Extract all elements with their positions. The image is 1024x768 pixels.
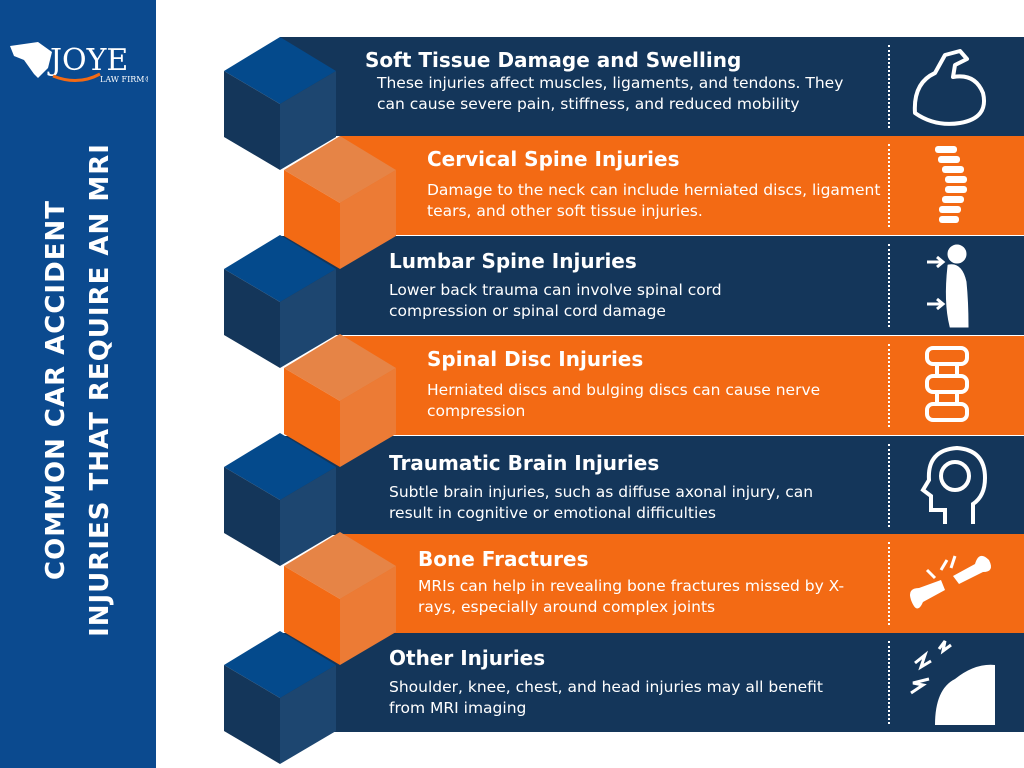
shoulder-pain-icon [910,640,995,725]
cube-left-face [224,71,280,170]
item-bone-fracture: Bone Fractures MRIs can help in revealin… [340,534,1024,633]
item-desc: Lower back trauma can involve spinal cor… [389,281,722,320]
cube-left-face [224,665,280,764]
cube-right-face [340,566,396,665]
orange-cube [284,136,396,269]
item-soft-tissue: Soft Tissue Damage and Swelling These in… [280,37,1024,136]
item-brain: Traumatic Brain Injuries Subtle brain in… [280,436,1024,535]
brain-head-icon [920,445,988,524]
orange-cube [284,334,396,467]
svg-text:LAW FIRM®: LAW FIRM® [100,75,148,84]
blue-cube [224,631,336,764]
item-desc: Subtle brain injuries, such as diffuse a… [389,483,814,522]
broken-bone-icon [910,555,991,609]
item-other: Other Injuries Shoulder, knee, chest, an… [280,633,1024,732]
cube-top-face [224,631,336,698]
divider [888,244,890,327]
divider [888,444,890,527]
flexed-arm-icon [912,49,986,126]
item-title: Traumatic Brain Injuries [389,451,660,475]
item-desc: MRIs can help in revealing bone fracture… [418,577,845,616]
item-desc: Damage to the neck can include herniated… [427,181,881,220]
item-desc: These injuries affect muscles, ligaments… [377,74,844,113]
cube-right-face [280,269,336,368]
spine-icon [935,146,967,223]
item-title: Soft Tissue Damage and Swelling [365,48,742,72]
svg-text:JOYE: JOYE [47,43,128,78]
divider [888,641,890,724]
cube-top-face [284,532,396,599]
cube-left-face [284,368,340,467]
cube-left-face [224,467,280,566]
item-desc: Herniated discs and bulging discs can ca… [427,381,821,420]
blue-cube [224,37,336,170]
divider [888,45,890,128]
cube-top-face [224,37,336,104]
item-cervical: Cervical Spine Injuries Damage to the ne… [340,136,1024,235]
item-spinal-disc: Spinal Disc Injuries Herniated discs and… [340,336,1024,435]
divider [888,542,890,625]
item-title: Spinal Disc Injuries [427,347,644,371]
item-lumbar: Lumbar Spine Injuries Lower back trauma … [280,236,1024,335]
orange-cube [284,532,396,665]
cube-right-face [280,71,336,170]
joye-logo: JOYE LAW FIRM® [10,42,148,84]
cube-top-face [284,136,396,203]
cube-left-face [284,170,340,269]
blue-cube [224,433,336,566]
item-title: Lumbar Spine Injuries [389,249,637,273]
cube-top-face [284,334,396,401]
cube-top-face [224,235,336,302]
blue-cube [224,235,336,368]
item-desc: Shoulder, knee, chest, and head injuries… [389,678,823,717]
item-title: Other Injuries [389,646,546,670]
item-title: Cervical Spine Injuries [427,147,680,171]
vertebrae-icon [925,346,969,422]
cube-left-face [284,566,340,665]
side-panel: JOYE LAW FIRM® COMMON CAR ACCIDENT INJUR… [0,0,156,768]
cube-left-face [224,269,280,368]
divider [888,144,890,227]
cube-right-face [340,170,396,269]
item-title: Bone Fractures [418,547,589,571]
divider [888,344,890,427]
cube-right-face [340,368,396,467]
cube-top-face [224,433,336,500]
cube-right-face [280,665,336,764]
cube-right-face [280,467,336,566]
back-pain-icon [927,244,969,328]
